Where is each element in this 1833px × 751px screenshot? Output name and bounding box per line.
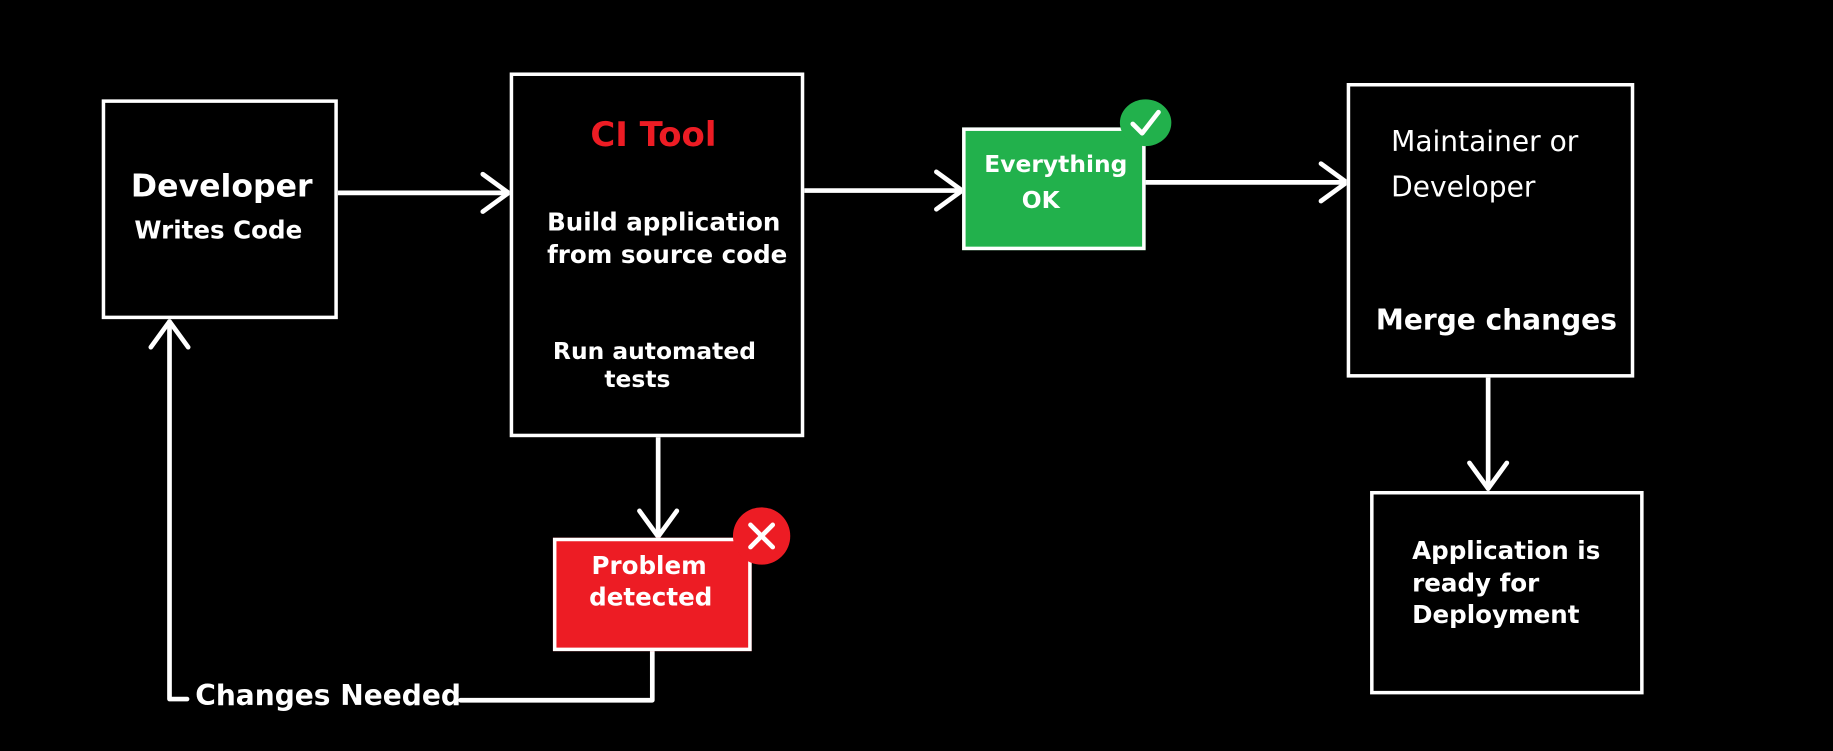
- check-mark-glyph: [1130, 109, 1161, 136]
- problem-box: Problem detected: [552, 537, 752, 652]
- everything-ok-line2: OK: [1021, 185, 1060, 214]
- deployment-line2: ready for: [1412, 569, 1540, 598]
- arrow-ok-to-maintainer: [1143, 161, 1350, 204]
- maintainer-box: Maintainer or Developer Merge changes: [1346, 82, 1635, 378]
- deployment-box: Application is ready for Deployment: [1370, 490, 1644, 695]
- arrow-ci-to-ok: [801, 169, 965, 212]
- feedback-arrow-to-developer: [148, 319, 191, 702]
- changes-needed-label: Changes Needed: [195, 679, 462, 712]
- ci-tool-build-line1: Build application: [547, 208, 781, 237]
- problem-line2: detected: [589, 583, 713, 612]
- maintainer-line1: Maintainer or: [1391, 125, 1579, 158]
- check-icon: [1119, 99, 1172, 147]
- arrow-ci-to-problem: [637, 433, 680, 539]
- cross-icon: [732, 507, 791, 565]
- cross-mark-glyph: [748, 522, 776, 550]
- arrow-maintainer-to-deployment: [1467, 375, 1510, 491]
- feedback-line-problem: [458, 648, 655, 703]
- developer-box: Developer Writes Code: [101, 99, 338, 320]
- deployment-line3: Deployment: [1412, 600, 1580, 629]
- maintainer-line2: Developer: [1391, 170, 1536, 204]
- developer-subtitle: Writes Code: [134, 216, 303, 245]
- ci-tool-tests-line2: tests: [604, 364, 671, 393]
- ci-tool-tests-line1: Run automated: [552, 336, 756, 365]
- everything-ok-box: Everything OK: [962, 127, 1146, 251]
- deployment-line1: Application is: [1412, 536, 1601, 565]
- problem-line1: Problem: [591, 551, 707, 580]
- ci-tool-build-line2: from source code: [547, 240, 788, 269]
- maintainer-action: Merge changes: [1375, 303, 1617, 337]
- ci-tool-title: CI Tool: [590, 114, 717, 155]
- everything-ok-line1: Everything: [984, 149, 1128, 178]
- arrow-developer-to-ci: [335, 171, 511, 214]
- developer-title: Developer: [130, 168, 313, 205]
- ci-tool-box: CI Tool Build application from source co…: [509, 72, 805, 438]
